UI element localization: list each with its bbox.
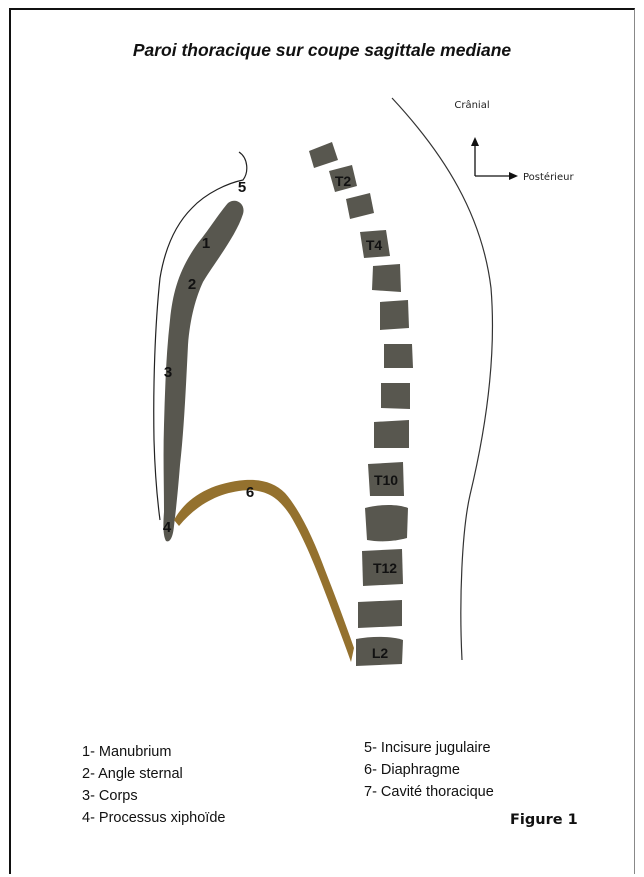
legend-item: 7- Cavité thoracique: [364, 781, 494, 803]
vertebra-13: [358, 600, 402, 628]
legend-item: 3- Corps: [82, 785, 225, 807]
label-3: 3: [164, 364, 172, 381]
vertebra-label-t12: T12: [373, 560, 397, 576]
orientation-up-label: Crânial: [454, 99, 489, 111]
vertebra-5: [372, 264, 401, 292]
vertebra-8: [381, 383, 410, 409]
vertebra-label-t2: T2: [335, 173, 352, 189]
figure-caption: Figure 1: [510, 812, 578, 828]
vertebra-7: [384, 344, 413, 368]
legend-left: 1- Manubrium 2- Angle sternal 3- Corps 4…: [82, 741, 225, 829]
label-6: 6: [246, 484, 254, 501]
label-2: 2: [188, 276, 196, 293]
label-5: 5: [238, 179, 246, 196]
vertebra-label-t4: T4: [366, 237, 383, 253]
legend-item: 5- Incisure jugulaire: [364, 737, 494, 759]
legend-item: 1- Manubrium: [82, 741, 225, 763]
vertebra-label-t10: T10: [374, 472, 398, 488]
label-4: 4: [163, 519, 172, 536]
orientation-right-label: Postérieur: [523, 171, 574, 183]
vertebra-6: [380, 300, 409, 330]
vertebra-label-l2: L2: [372, 645, 389, 661]
diaphragm: [174, 480, 354, 662]
legend-right: 5- Incisure jugulaire 6- Diaphragme 7- C…: [364, 737, 494, 803]
orientation-indicator: Crânial Postérieur: [454, 99, 574, 183]
posterior-wall-outline: [392, 98, 492, 660]
arrow-up-icon: [471, 137, 479, 146]
legend-item: 6- Diaphragme: [364, 759, 494, 781]
arrow-right-icon: [509, 172, 518, 180]
vertebra-3: [346, 193, 374, 219]
label-1: 1: [202, 235, 210, 252]
vertebra-9: [374, 420, 409, 448]
legend-item: 2- Angle sternal: [82, 763, 225, 785]
vertebra-11: [365, 505, 408, 541]
legend-item: 4- Processus xiphoïde: [82, 807, 225, 829]
vertebra-1: [309, 142, 338, 168]
